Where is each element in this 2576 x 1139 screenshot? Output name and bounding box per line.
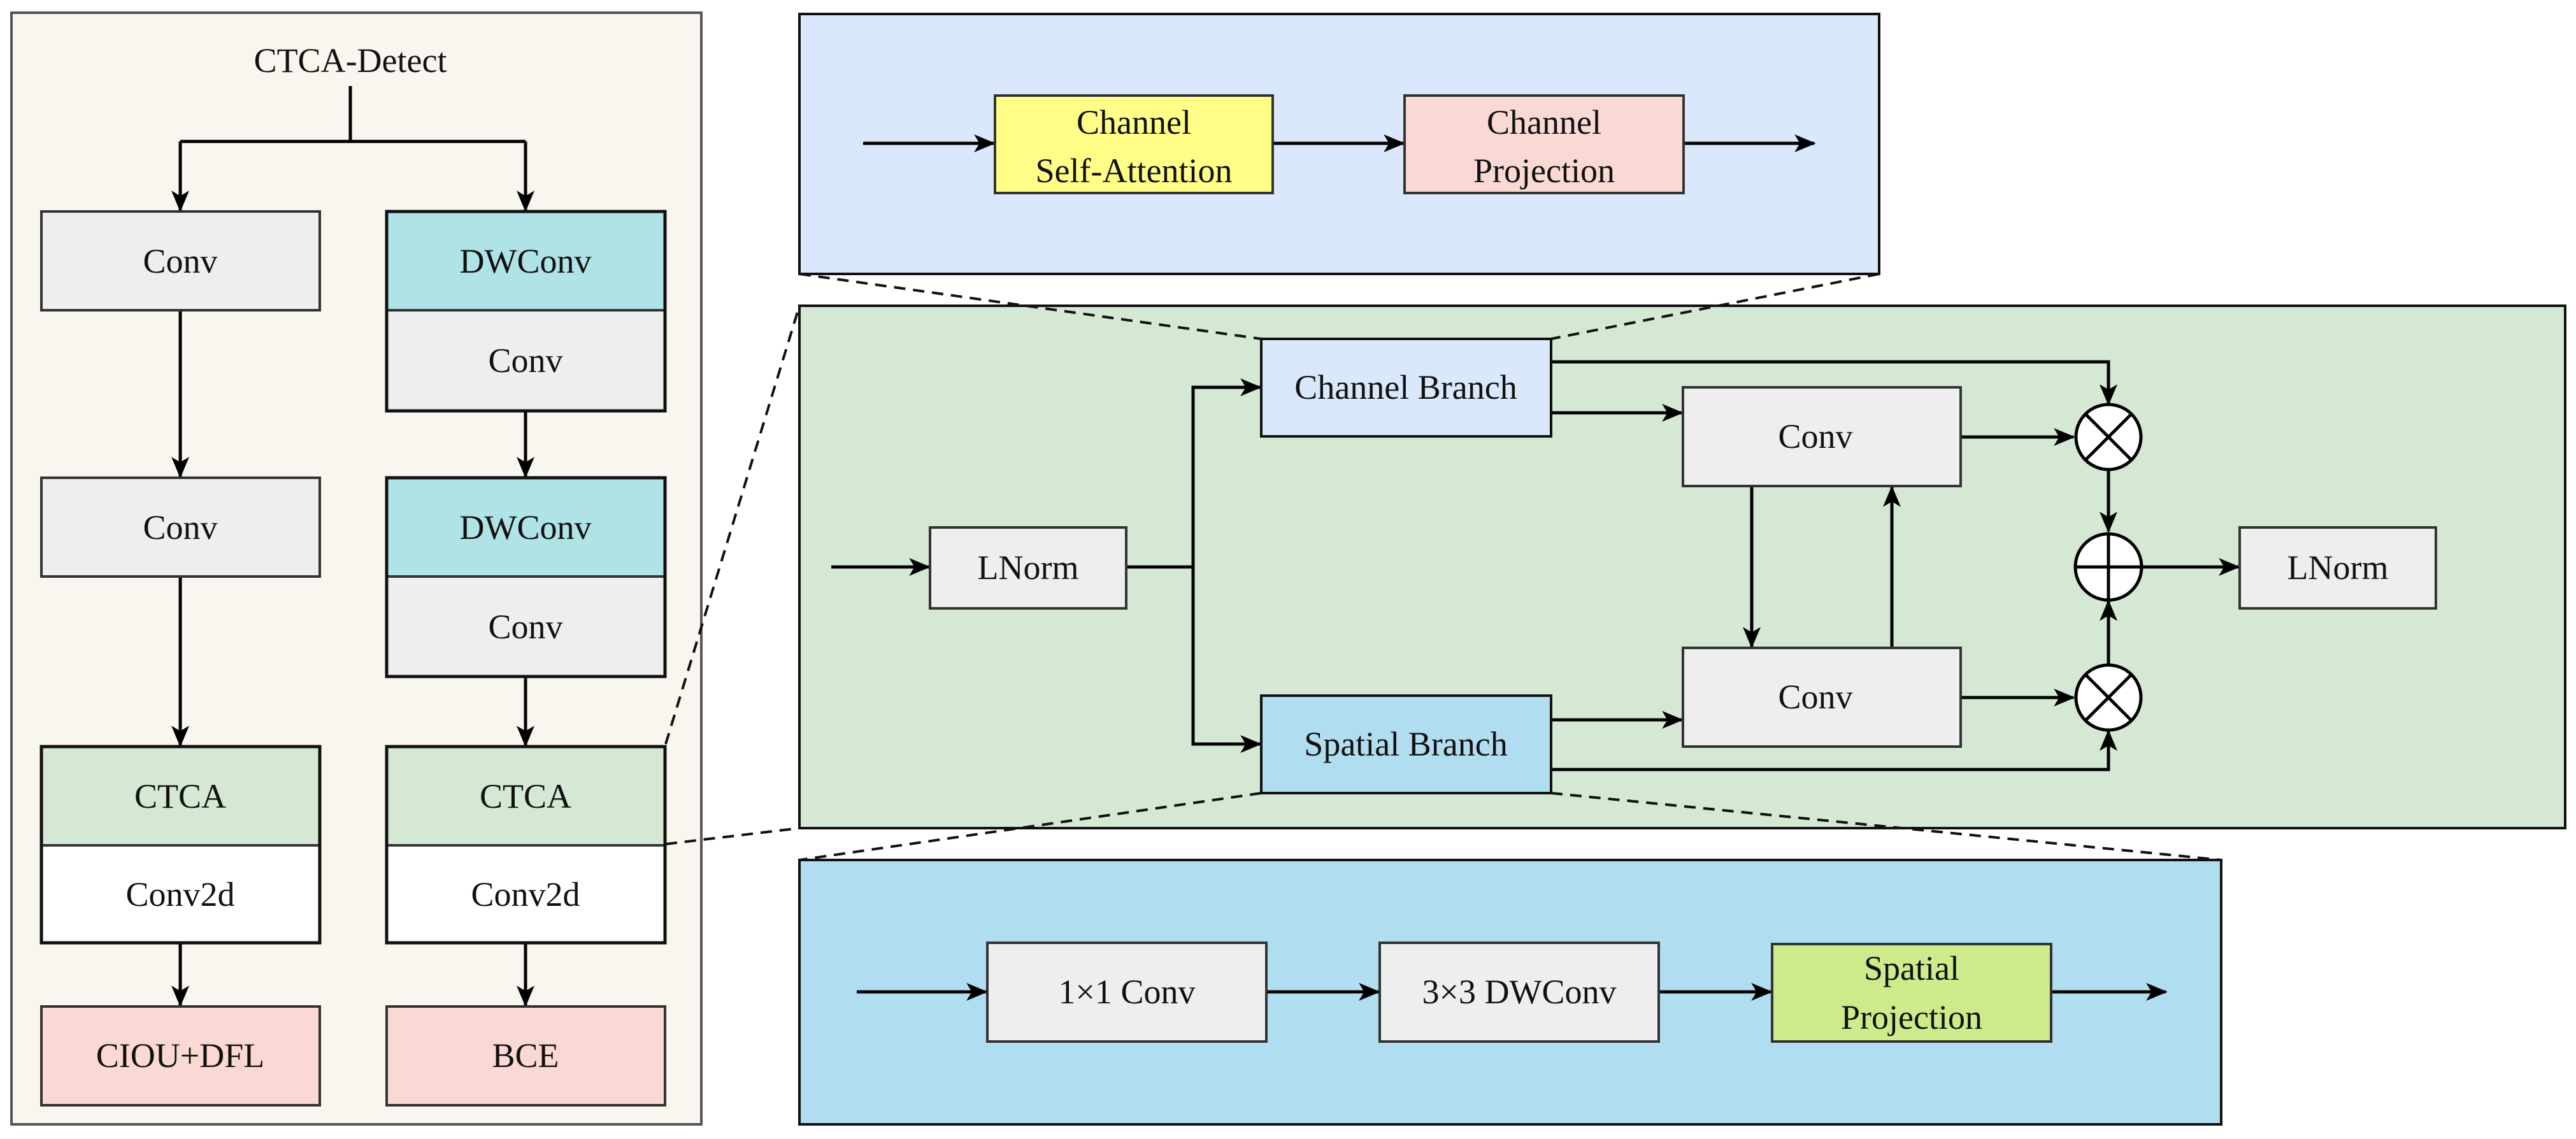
multiply-top-icon [2074,403,2143,471]
cls-conv1-label: Conv [488,341,562,380]
lnorm-out-label: LNorm [2287,548,2389,587]
multiply-bottom-icon [2074,663,2143,732]
spatial-projection-box [1771,943,2052,1043]
reg-ctca-box [40,745,321,847]
cls-loss-label: BCE [492,1036,559,1075]
cls-conv2d-label: Conv2d [471,875,580,913]
add-icon [2073,532,2143,602]
reg-loss-label: CIOU+DFL [96,1036,264,1075]
conv1x1-box [986,942,1268,1043]
channel-projection-label-2: Projection [1473,152,1615,190]
channel-self-attention-box [994,94,1274,194]
cls-dwconv1-label: DWConv [460,242,592,280]
lnorm-in-label: LNorm [978,548,1079,587]
lnorm-in-box [929,526,1127,610]
cls-loss-box [385,1005,666,1107]
channel-branch-label: Channel Branch [1294,368,1517,406]
dwconv3x3-box [1378,942,1660,1043]
spatial-projection-label-1: Spatial [1864,949,1959,987]
left-boxes [40,210,666,1107]
channel-projection-box [1403,94,1685,194]
channel-branch-box [1260,338,1552,438]
dwconv3x3-label: 3×3 DWConv [1422,973,1617,1011]
conv-bottom-label: Conv [1778,678,1852,716]
ctca-connectors [831,360,2240,771]
conv-top-label: Conv [1778,417,1852,455]
conv-top-box [1682,386,1962,487]
cls-ctca-label: CTCA [480,777,571,815]
reg-conv2d-label: Conv2d [125,875,234,913]
conv1x1-label: 1×1 Conv [1059,973,1196,1011]
zoom-lines [664,273,2222,861]
spatial-projection-label-2: Projection [1841,998,1982,1036]
reg-conv1-box [40,210,321,312]
stack-outlines [39,210,667,945]
cls-dwconv2-label: DWConv [460,508,592,547]
reg-loss-box [40,1005,321,1107]
cls-conv2d-box [385,844,666,944]
spatial-branch-box [1260,694,1552,794]
reg-ctca-label: CTCA [134,777,226,815]
channel-attention-label-2: Self-Attention [1036,152,1233,190]
cls-ctca-box [385,745,666,847]
left-panel-title: CTCA-Detect [254,41,447,80]
reg-conv2-label: Conv [143,508,217,547]
spatial-branch-label: Spatial Branch [1304,725,1507,763]
channel-projection-label-1: Channel [1487,103,1601,141]
channel-attention-label-1: Channel [1077,103,1191,141]
left-connectors [171,86,534,1007]
lnorm-out-box [2238,526,2437,610]
conv-bottom-box [1682,647,1962,748]
reg-conv2-box [40,476,321,578]
cls-conv2-label: Conv [488,608,562,646]
reg-conv1-label: Conv [143,242,217,280]
